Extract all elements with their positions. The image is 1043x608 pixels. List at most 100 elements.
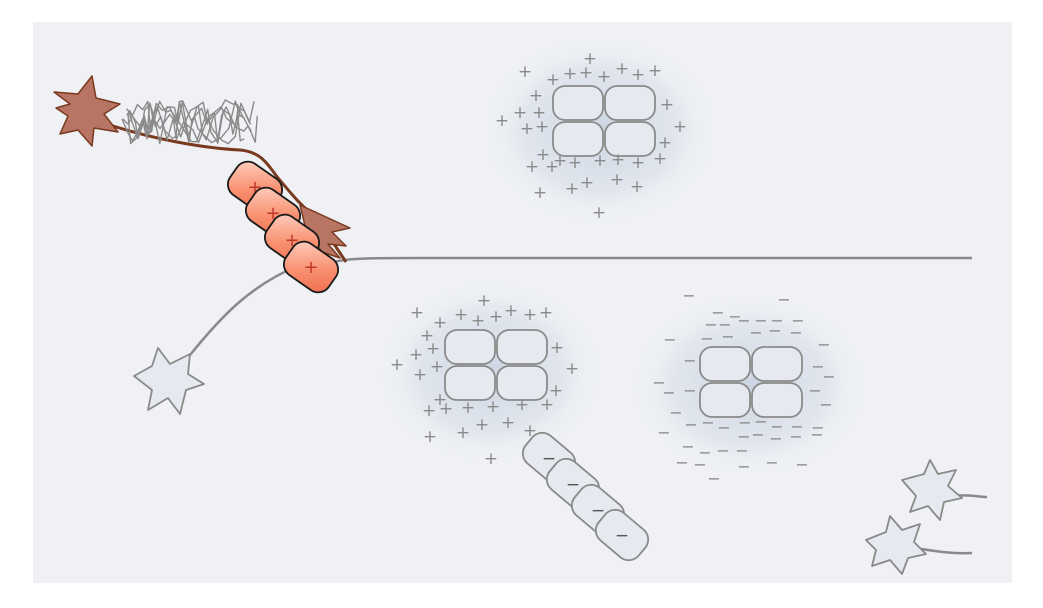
- positive-charge-label: +: [410, 303, 424, 323]
- positive-charge-label: +: [409, 345, 423, 365]
- negative-charge-label: −: [542, 449, 556, 469]
- negative-charge-label: −: [817, 335, 830, 354]
- positive-charge-label: +: [518, 62, 532, 82]
- inactive-neuron-icon: [133, 347, 205, 415]
- cluster-cell: [699, 346, 751, 382]
- positive-charge-label: +: [523, 305, 537, 325]
- charged-cell-chain: ++++: [227, 160, 339, 294]
- positive-charge-label: +: [456, 423, 470, 443]
- negative-charge-label: −: [770, 417, 783, 436]
- positive-charge-label: +: [532, 103, 546, 123]
- positive-charge-label: +: [550, 338, 564, 358]
- negative-charge-label: −: [681, 437, 694, 456]
- inactive-neuron-process: [189, 263, 301, 356]
- positive-charge-label: +: [611, 150, 625, 170]
- positive-charge-label: +: [420, 326, 434, 346]
- positive-charge-label: +: [513, 103, 527, 123]
- positive-charge-label: +: [536, 145, 550, 165]
- negative-charge-label: −: [721, 327, 734, 346]
- negative-charge-label: −: [591, 501, 605, 521]
- positive-charge-label: +: [593, 151, 607, 171]
- negative-charge-label: −: [566, 475, 580, 495]
- positive-charge-label: +: [673, 117, 687, 137]
- negative-charge-label: −: [777, 290, 790, 309]
- inactive-neuron-icon: [865, 515, 973, 575]
- positive-charge-label: +: [529, 86, 543, 106]
- positive-charge-label: +: [486, 397, 500, 417]
- cell-cluster-icon: [699, 346, 803, 418]
- positive-charge-label: +: [580, 173, 594, 193]
- negative-charge-label: −: [663, 330, 676, 349]
- positive-charge-label: +: [545, 157, 559, 177]
- negative-charge-label: −: [819, 395, 832, 414]
- positive-charge-label: +: [535, 117, 549, 137]
- positive-charge-label: +: [433, 390, 447, 410]
- charge-signs: ++++++++++++++++++++++++++++++++++++++++…: [390, 49, 836, 488]
- positive-charge-label: +: [501, 413, 515, 433]
- negative-charge-label: −: [652, 373, 665, 392]
- cluster-cell: [751, 346, 803, 382]
- positive-charge-label: +: [475, 415, 489, 435]
- negative-charge-label: −: [735, 441, 748, 460]
- negative-charge-label: −: [791, 311, 804, 330]
- positive-charge-label: +: [426, 339, 440, 359]
- positive-charge-label: +: [520, 119, 534, 139]
- negative-charge-label: −: [615, 526, 629, 546]
- negative-charge-label: −: [751, 425, 764, 444]
- negative-charge-label: −: [675, 453, 688, 472]
- cluster-haze-right: [632, 293, 868, 477]
- positive-charge-label: +: [430, 357, 444, 377]
- positive-charge-label: +: [390, 355, 404, 375]
- axon-line: [334, 256, 972, 264]
- negative-charge-label: −: [701, 413, 714, 432]
- negative-charge-label: −: [795, 455, 808, 474]
- positive-charge-label: +: [413, 365, 427, 385]
- negative-charge-label: −: [808, 381, 821, 400]
- negative-charge-label: −: [707, 469, 720, 488]
- negative-charge-label: −: [717, 418, 730, 437]
- negative-charge-label: −: [790, 417, 803, 436]
- positive-charge-label: +: [565, 179, 579, 199]
- cluster-cell: [751, 382, 803, 418]
- negative-charge-label: −: [693, 455, 706, 474]
- positive-charge-label: +: [658, 133, 672, 153]
- negative-charge-label: −: [768, 321, 781, 340]
- positive-charge-label: +: [563, 64, 577, 84]
- negative-charge-label: −: [684, 415, 697, 434]
- positive-charge-label: +: [523, 421, 537, 441]
- negative-charge-label: −: [769, 429, 782, 448]
- cluster-cell: [444, 329, 496, 365]
- positive-charge-label: +: [433, 313, 447, 333]
- cluster-cell: [604, 121, 656, 157]
- positive-charge-label: +: [504, 301, 518, 321]
- negative-charge-label: −: [698, 443, 711, 462]
- negative-charge-label: −: [704, 315, 717, 334]
- negative-charge-label: −: [737, 457, 750, 476]
- positive-charge-label: +: [583, 49, 597, 69]
- positive-charge-label: +: [422, 401, 436, 421]
- negative-charge-label: −: [811, 418, 824, 437]
- positive-charge-label: +: [568, 153, 582, 173]
- negative-charge-label: −: [716, 441, 729, 460]
- negative-charge-label: −: [822, 367, 835, 386]
- cell-cluster-icon: [552, 85, 656, 157]
- negative-charge-label: −: [728, 307, 741, 326]
- positive-charge-label: +: [660, 95, 674, 115]
- negative-charge-label: −: [737, 311, 750, 330]
- positive-charge-label: +: [539, 303, 553, 323]
- positive-charge-label: +: [615, 59, 629, 79]
- positive-charge-label: +: [592, 203, 606, 223]
- negative-charge-label: −: [700, 329, 713, 348]
- cell-clusters: [444, 85, 803, 418]
- cell-cluster-icon: [444, 329, 548, 401]
- negative-charge-label: −: [662, 383, 675, 402]
- positive-charge-label: +: [477, 291, 491, 311]
- negative-charge-label: −: [657, 423, 670, 442]
- positive-charge-label: +: [489, 307, 503, 327]
- positive-charge-label: +: [610, 170, 624, 190]
- cluster-cell: [699, 382, 751, 418]
- negative-charge-label: −: [789, 323, 802, 342]
- positive-charge-label: +: [579, 63, 593, 83]
